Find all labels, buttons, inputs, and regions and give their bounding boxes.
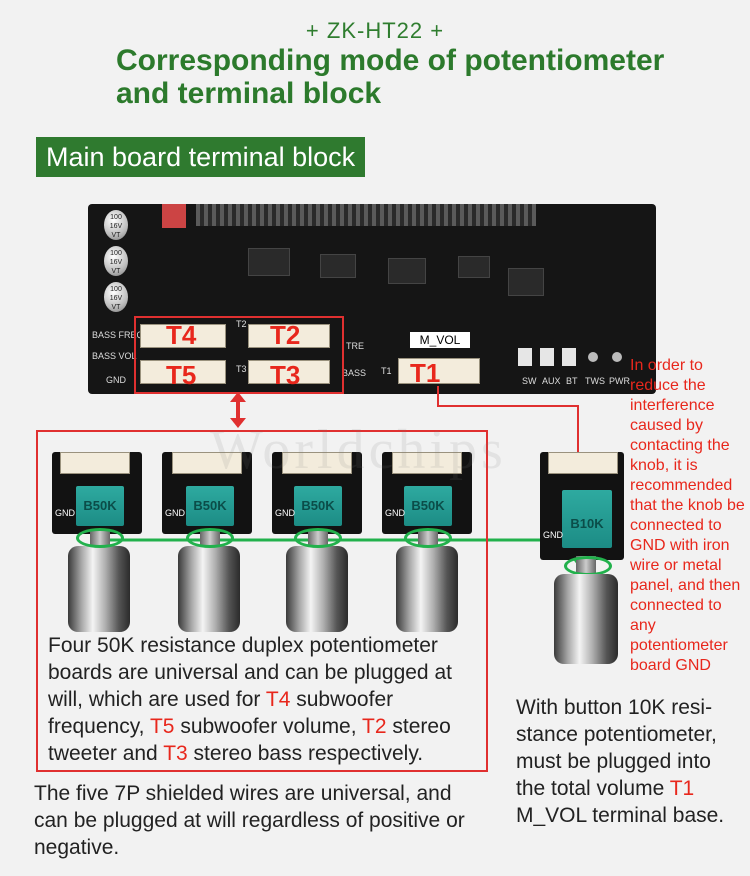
heatsink	[196, 204, 536, 226]
silk-aux: AUX	[542, 376, 561, 386]
pot-body: B10K	[562, 490, 612, 548]
b10k-text: M_VOL terminal base.	[516, 804, 725, 827]
pot-body: B50K	[294, 486, 342, 526]
desc-t3: T3	[163, 742, 188, 765]
double-arrow	[230, 392, 246, 428]
desc-t2: T2	[362, 715, 387, 738]
pot-gnd-label: GND	[165, 508, 185, 518]
b10k-t1: T1	[669, 777, 695, 800]
pot-description: Four 50K resistance duplex potentiometer…	[48, 632, 480, 767]
led	[588, 352, 598, 362]
terminal-label-t1: T1	[410, 358, 441, 388]
jumper	[562, 348, 576, 366]
pot-connector	[60, 452, 130, 474]
pot-body: B50K	[76, 486, 124, 526]
gnd-ring	[404, 528, 452, 548]
wire-description: The five 7P shielded wires are universal…	[34, 782, 465, 859]
pot-connector	[172, 452, 242, 474]
terminal-label-t4: T4	[166, 320, 197, 350]
section-label: Main board terminal block	[36, 137, 366, 177]
jumper	[518, 348, 532, 366]
gnd-ring	[564, 556, 612, 576]
silk-pwr: PWR	[609, 376, 630, 386]
silk-tws: TWS	[585, 376, 605, 386]
chip	[248, 248, 290, 276]
terminal-label-t2: T2	[270, 320, 301, 350]
desc-text: stereo bass respectively.	[187, 742, 424, 765]
capacitor: 100 16V VT	[104, 282, 128, 312]
silk-tre: TRE	[346, 341, 364, 351]
silk-bt: BT	[566, 376, 578, 386]
pot-group-box	[36, 430, 488, 772]
t1-leader-line	[437, 386, 579, 454]
silk-bass-vol: BASS VOL	[92, 351, 137, 361]
silk-sw: SW	[522, 376, 537, 386]
silk-t1: T1	[381, 366, 392, 376]
pot-gnd-label: GND	[385, 508, 405, 518]
pot-body: B50K	[186, 486, 234, 526]
pot-knob	[554, 574, 618, 664]
jumper	[540, 348, 554, 366]
pot-gnd-label: GND	[55, 508, 75, 518]
gnd-ring	[186, 528, 234, 548]
silk-t2: T2	[236, 319, 247, 329]
led	[612, 352, 622, 362]
pot-knob	[286, 546, 348, 632]
pot-connector	[548, 452, 618, 474]
terminal-connector	[248, 360, 330, 384]
pot-connector	[282, 452, 352, 474]
model-label: + ZK-HT22 +	[305, 18, 445, 43]
terminal-connector	[140, 360, 226, 384]
watermark: Worldchips	[210, 419, 507, 481]
pot-knob	[178, 546, 240, 632]
silk-t3: T3	[236, 364, 247, 374]
chip	[388, 258, 426, 284]
chip	[508, 268, 544, 296]
terminal-connector	[248, 324, 330, 348]
chip	[458, 256, 490, 278]
gnd-note: In order to reduce the interference caus…	[630, 357, 745, 674]
gnd-ring	[294, 528, 342, 548]
power-connector	[162, 204, 186, 228]
pot-gnd-label: GND	[275, 508, 295, 518]
desc-t4: T4	[265, 688, 291, 711]
terminal-connector	[140, 324, 226, 348]
main-board-image: 100 16V VT 100 16V VT 100 16V VT BASS FR…	[88, 204, 656, 394]
b10k-text: With button 10K resi-stance potentiomete…	[516, 696, 717, 800]
terminal-label-t5: T5	[166, 360, 197, 390]
chip	[320, 254, 356, 278]
b10k-description: With button 10K resi-stance potentiomete…	[516, 694, 744, 829]
gnd-ring	[76, 528, 124, 548]
silk-bass-freq: BASS FREQ	[92, 330, 144, 340]
capacitor: 100 16V VT	[104, 246, 128, 276]
capacitor-label: 100 16V VT	[109, 250, 123, 275]
terminal-label-t3: T3	[270, 360, 301, 390]
pot-gnd-label: GND	[543, 530, 563, 540]
terminal-connector	[398, 358, 480, 384]
silk-gnd: GND	[106, 375, 126, 385]
pot-body: B50K	[404, 486, 452, 526]
pot-connector	[392, 452, 462, 474]
desc-text: stereo tweeter and	[48, 715, 451, 765]
desc-text: subwoofer volume,	[174, 715, 363, 738]
terminal-group-box	[134, 316, 344, 394]
silk-bass: BASS	[342, 368, 367, 378]
desc-text: Four 50K resistance duplex potentiometer…	[48, 634, 452, 711]
desc-t5: T5	[149, 715, 175, 738]
capacitor-label: 100 16V VT	[109, 214, 123, 239]
capacitor-label: 100 16V VT	[109, 286, 123, 311]
capacitor: 100 16V VT	[104, 210, 128, 240]
page-title: Corresponding mode of potentiometer and …	[116, 44, 665, 110]
pot-knob	[396, 546, 458, 632]
desc-text: subwoofer frequency,	[48, 688, 394, 738]
mvol-label: M_VOL	[410, 332, 470, 348]
pot-knob	[68, 546, 130, 632]
